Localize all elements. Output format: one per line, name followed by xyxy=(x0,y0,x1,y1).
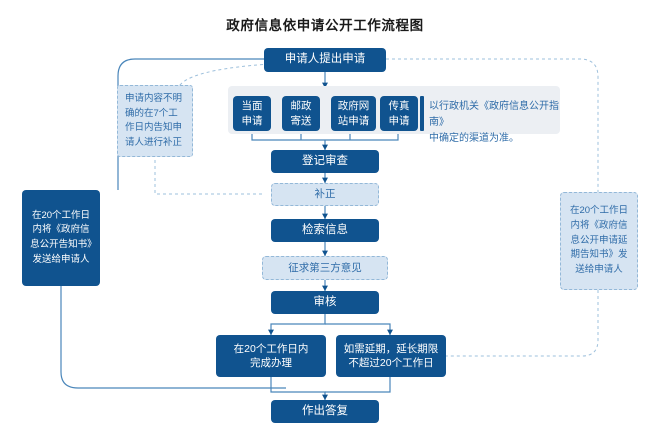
node-supplement[interactable]: 补正 xyxy=(271,183,379,206)
note-right-extension-notice[interactable]: 在20个工作日内将《政府信息公开申请延期告知书》发送给申请人 xyxy=(560,192,638,290)
node-channel-web[interactable]: 政府网 站申请 xyxy=(331,96,376,131)
node-third-party-opinion[interactable]: 征求第三方意见 xyxy=(262,256,388,280)
node-search-info[interactable]: 检索信息 xyxy=(271,219,379,242)
node-finish-within-20-days[interactable]: 在20个工作日内 完成办理 xyxy=(216,335,326,377)
wire-dashed-right-notice-to-extend xyxy=(437,290,599,357)
note-left-disclosure-notice[interactable]: 在20个工作日内将《政府信息公开告知书》发送给申请人 xyxy=(22,190,100,286)
node-channel-inperson[interactable]: 当面 申请 xyxy=(233,96,271,131)
wire-audit-to-finish xyxy=(268,314,326,335)
channel-note-accent-bar xyxy=(420,96,424,131)
page-title: 政府信息依申请公开工作流程图 xyxy=(226,18,424,33)
wire-finish-to-reply xyxy=(270,377,328,400)
wire-extend-to-reply xyxy=(325,377,391,393)
note-supplement-condition: 申请内容不明确的在7个工作日内告知申请人进行补正 xyxy=(117,85,193,157)
wire-dashed-note-to-supplement xyxy=(154,160,262,195)
wire-audit-to-extend xyxy=(325,323,393,335)
node-register-review[interactable]: 登记审查 xyxy=(271,150,379,173)
node-channel-fax[interactable]: 传真 申请 xyxy=(380,96,418,131)
channel-note-text: 以行政机关《政府信息公开指南》 中确定的渠道为准。 xyxy=(429,101,559,144)
node-extend-within-20-days[interactable]: 如需延期，延长期限 不超过20个工作日 xyxy=(336,335,446,377)
node-reply[interactable]: 作出答复 xyxy=(271,400,379,423)
node-channel-post[interactable]: 邮政 寄送 xyxy=(282,96,320,131)
node-audit[interactable]: 审核 xyxy=(271,291,379,314)
node-apply[interactable]: 申请人提出申请 xyxy=(264,48,386,72)
